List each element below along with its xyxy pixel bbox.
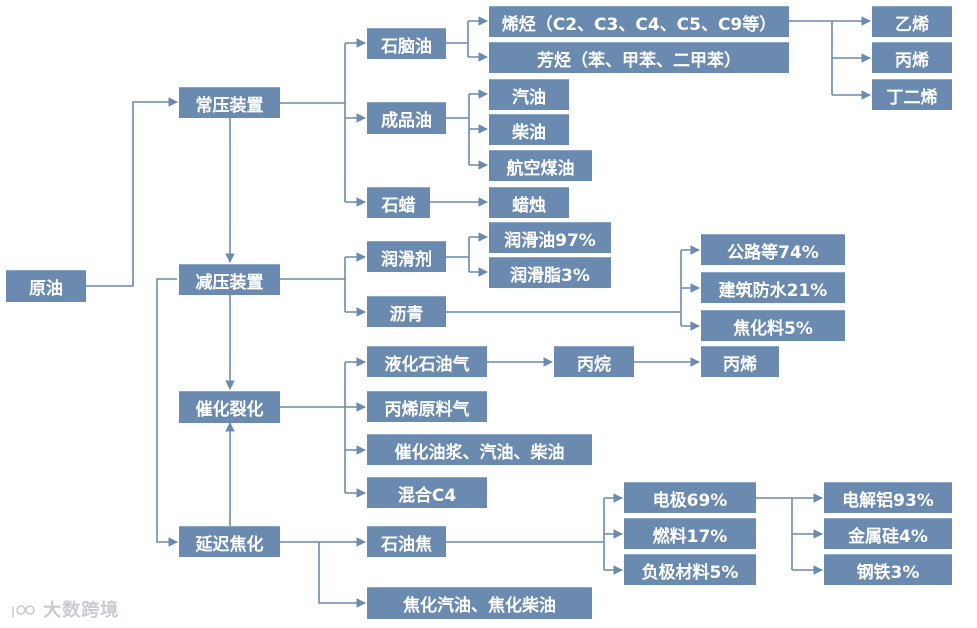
node-propylene-1: 丙烯 [872, 42, 952, 73]
watermark-text: 大数跨境 [43, 600, 120, 621]
node-aromatics: 芳烃（苯、甲苯、二甲苯） [489, 42, 789, 73]
node-paraffin: 石蜡 [367, 187, 430, 218]
node-electrode: 电极69% [624, 482, 756, 513]
node-steel: 钢铁3% [824, 554, 952, 585]
node-propane: 丙烷 [554, 346, 634, 377]
node-anode-material: 负极材料5% [624, 554, 756, 585]
node-fuel: 燃料17% [624, 518, 756, 549]
node-mixed-c4: 混合C4 [367, 477, 487, 508]
watermark: 大数跨境 [10, 596, 119, 622]
node-product-oil: 成品油 [367, 102, 446, 134]
node-propylene-2: 丙烯 [701, 346, 779, 377]
node-crude-oil: 原油 [6, 270, 86, 302]
watermark-logo-icon [12, 605, 35, 617]
node-catalytic-cracking: 催化裂化 [179, 391, 280, 423]
node-olefins: 烯烃（C2、C3、C4、C5、C9等） [489, 6, 789, 37]
node-slurry-oil: 催化油浆、汽油、柴油 [367, 434, 592, 465]
node-grease: 润滑脂3% [489, 257, 611, 288]
node-diesel: 柴油 [489, 114, 569, 145]
node-aluminum: 电解铝93% [824, 482, 952, 513]
node-lube-oil: 润滑油97% [489, 222, 611, 253]
node-coker-oil: 焦化汽油、焦化柴油 [367, 587, 592, 619]
node-lubricant: 润滑剂 [367, 241, 446, 272]
node-road: 公路等74% [701, 234, 845, 265]
node-lpg: 液化石油气 [367, 346, 487, 377]
node-propylene-feed-gas: 丙烯原料气 [367, 391, 487, 422]
node-ethylene: 乙烯 [872, 6, 952, 37]
node-butadiene: 丁二烯 [872, 79, 952, 110]
node-delayed-coking: 延迟焦化 [179, 526, 280, 557]
node-asphalt: 沥青 [367, 296, 446, 327]
node-candle: 蜡烛 [489, 187, 569, 218]
node-atmospheric-unit: 常压装置 [179, 87, 280, 118]
node-vacuum-unit: 减压装置 [179, 264, 280, 295]
node-jet-fuel: 航空煤油 [489, 150, 592, 181]
node-naphtha: 石脑油 [367, 28, 446, 59]
node-gasoline: 汽油 [489, 79, 569, 110]
node-coking-material: 焦化料5% [701, 310, 845, 341]
node-petroleum-coke: 石油焦 [367, 526, 446, 557]
node-silicon: 金属硅4% [824, 518, 952, 549]
node-waterproof: 建筑防水21% [701, 272, 845, 303]
